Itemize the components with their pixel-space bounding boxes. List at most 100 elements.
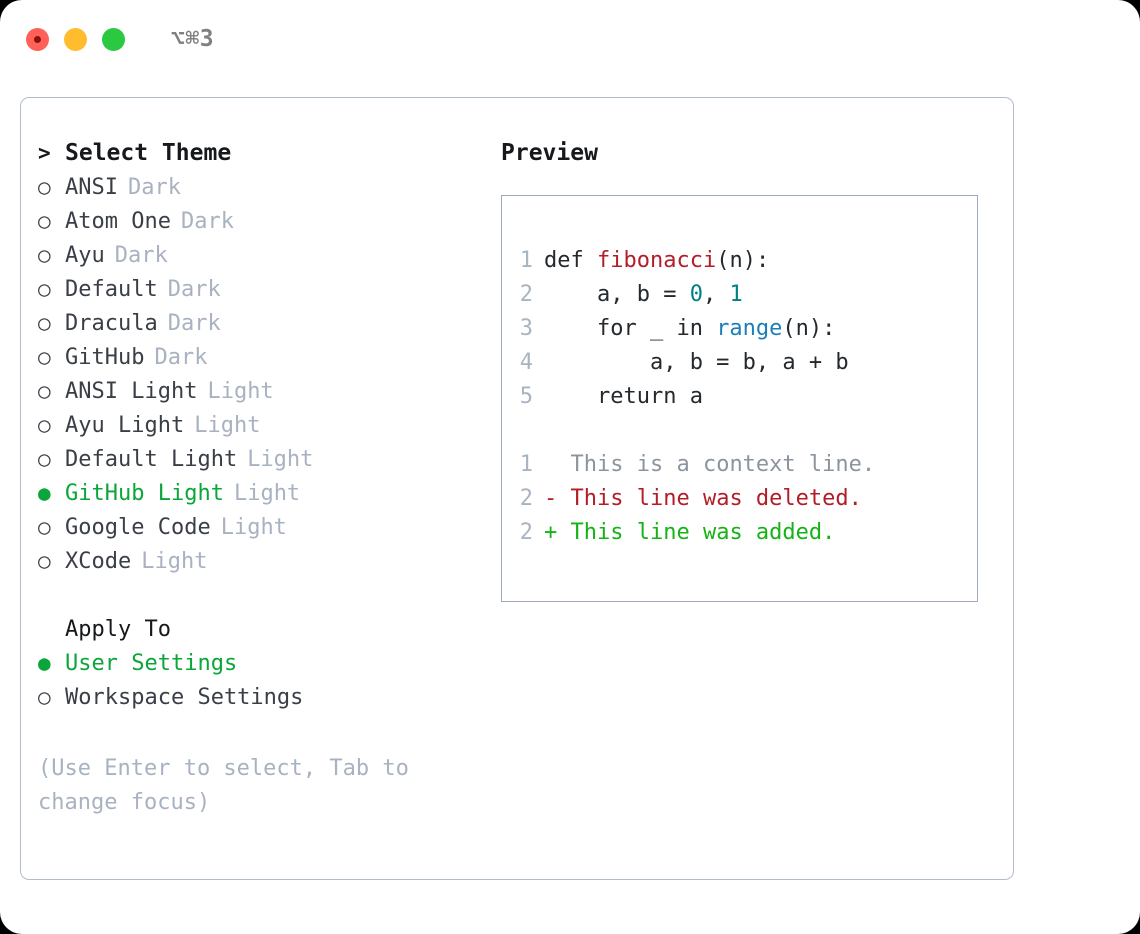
code-token: return a xyxy=(544,383,703,409)
code-token: (n): xyxy=(782,315,836,341)
diff-marker xyxy=(544,452,557,477)
window-controls xyxy=(26,27,125,51)
code-token: a, b = xyxy=(544,281,690,307)
diff-line-content: This line was deleted. xyxy=(570,485,862,511)
radio-unselected-icon: ○ xyxy=(38,310,51,335)
code-line-text: def fibonacci(n): xyxy=(544,248,769,273)
code-line: 1 def fibonacci(n): xyxy=(502,243,977,277)
radio-unselected-icon: ○ xyxy=(38,378,51,403)
theme-name-label: XCode xyxy=(65,548,132,574)
code-line-text: for _ in range(n): xyxy=(544,316,835,341)
radio-unselected-icon: ○ xyxy=(38,344,51,369)
diff-line: 2- This line was deleted. xyxy=(502,481,977,515)
apply-to-options: ●User Settings○Workspace Settings xyxy=(38,646,468,714)
code-line-number: 4 xyxy=(519,349,533,375)
theme-list-item[interactable]: ● GitHub Light Light xyxy=(38,476,468,510)
code-line-text: a, b = b, a + b xyxy=(544,350,849,375)
keyboard-hint-text: (Use Enter to select, Tab to change focu… xyxy=(38,756,409,815)
select-theme-title: Select Theme xyxy=(65,140,232,166)
theme-name-label: GitHub xyxy=(65,344,145,370)
apply-to-option[interactable]: ○Workspace Settings xyxy=(38,680,468,714)
radio-unselected-icon: ○ xyxy=(38,514,51,539)
theme-category-tag: Dark xyxy=(114,242,168,268)
code-token: 0 xyxy=(689,281,703,307)
apply-to-option[interactable]: ●User Settings xyxy=(38,646,468,680)
diff-line-content: This is a context line. xyxy=(570,451,876,477)
prompt-caret-icon: > xyxy=(38,140,51,165)
theme-category-tag: Light xyxy=(207,378,274,404)
apply-to-option-label: Workspace Settings xyxy=(65,684,304,710)
theme-list-item[interactable]: ○ Atom One Dark xyxy=(38,204,468,238)
theme-category-tag: Light xyxy=(233,480,301,506)
radio-unselected-icon: ○ xyxy=(38,412,51,437)
close-window-icon[interactable] xyxy=(26,27,49,51)
theme-name-label: ANSI Light xyxy=(65,378,198,404)
apply-to-indent-spacer: ○ xyxy=(38,619,65,640)
radio-unselected-icon: ○ xyxy=(38,208,51,233)
theme-category-tag: Light xyxy=(220,514,287,540)
code-line: 3 for _ in range(n): xyxy=(502,311,977,345)
code-line-number: 2 xyxy=(519,281,533,307)
code-token: , xyxy=(702,281,730,307)
theme-list-item[interactable]: ○ Google Code Light xyxy=(38,510,468,544)
theme-list-item[interactable]: ○ Dracula Dark xyxy=(38,306,468,340)
radio-selected-icon: ● xyxy=(38,480,51,505)
radio-unselected-icon: ○ xyxy=(38,548,51,573)
diff-line-number: 1 xyxy=(519,451,533,477)
code-token: a, b = b, a + b xyxy=(544,349,849,375)
code-line-text: a, b = 0, 1 xyxy=(544,282,743,307)
diff-line-number: 2 xyxy=(519,519,533,545)
theme-name-label: Atom One xyxy=(65,208,171,234)
theme-category-tag: Dark xyxy=(167,310,221,336)
minimize-window-icon[interactable] xyxy=(64,27,87,51)
theme-list-item[interactable]: ○ XCode Light xyxy=(38,544,468,578)
theme-list-item[interactable]: ○ ANSI Dark xyxy=(38,170,468,204)
theme-category-tag: Dark xyxy=(180,208,234,234)
apply-to-option-label: User Settings xyxy=(65,650,238,676)
code-token: fibonacci xyxy=(596,247,717,273)
theme-name-label: Default Light xyxy=(65,446,238,472)
diff-line-text: This is a context line. xyxy=(544,451,876,477)
code-line: 4 a, b = b, a + b xyxy=(502,345,977,379)
theme-name-label: GitHub Light xyxy=(65,480,224,506)
radio-unselected-icon: ○ xyxy=(38,446,51,471)
theme-category-tag: Dark xyxy=(127,174,181,200)
apply-to-section: ○ Apply To ●User Settings○Workspace Sett… xyxy=(38,612,468,714)
diff-line: 1 This is a context line. xyxy=(502,447,977,481)
theme-category-tag: Dark xyxy=(154,344,208,370)
code-line-number: 1 xyxy=(519,247,533,273)
theme-name-label: Google Code xyxy=(65,514,211,540)
select-theme-header: > Select Theme xyxy=(38,136,468,170)
theme-list-item[interactable]: ○ GitHub Dark xyxy=(38,340,468,374)
code-line: 5 return a xyxy=(502,379,977,413)
theme-category-tag: Light xyxy=(194,412,261,438)
apply-to-title: Apply To xyxy=(65,616,171,642)
code-line-number: 5 xyxy=(519,383,533,409)
radio-unselected-icon: ○ xyxy=(38,174,51,199)
theme-list-item[interactable]: ○ Default Light Light xyxy=(38,442,468,476)
preview-heading: Preview xyxy=(501,140,598,166)
code-line: 2 a, b = 0, 1 xyxy=(502,277,977,311)
theme-name-label: Dracula xyxy=(65,310,158,336)
diff-marker: + xyxy=(544,519,558,545)
theme-category-tag: Light xyxy=(247,446,314,472)
code-token: range xyxy=(716,315,783,341)
code-token: def xyxy=(544,247,597,273)
code-line-number: 3 xyxy=(519,315,533,341)
code-token: 1 xyxy=(729,281,743,307)
theme-name-label: ANSI xyxy=(65,174,118,200)
zoom-window-icon[interactable] xyxy=(102,27,125,51)
diff-marker: - xyxy=(544,485,558,511)
theme-list-item[interactable]: ○ ANSI Light Light xyxy=(38,374,468,408)
radio-unselected-icon: ○ xyxy=(38,276,51,301)
theme-category-tag: Light xyxy=(141,548,208,574)
